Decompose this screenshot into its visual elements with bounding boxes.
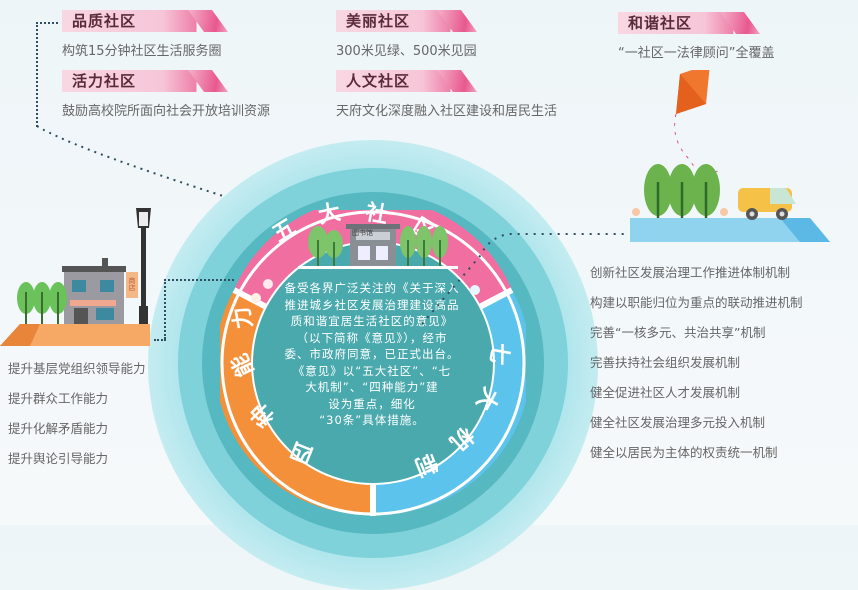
center-text-line: 设为重点，细化: [328, 396, 416, 411]
connector-line: [36, 22, 58, 24]
center-text-line: 大机制”、“四种能力”建: [305, 380, 439, 394]
center-text-line: 质和谐宜居生活社区的意见》: [290, 314, 454, 328]
center-description: 备受各界广泛关注的《关于深入 推进城乡社区发展治理建设高品 质和谐宜居生活社区的…: [262, 280, 482, 429]
park-kite-illustration: [630, 70, 830, 242]
connector-line: [36, 22, 38, 127]
tag-quality-community: 品质社区: [62, 10, 230, 32]
tag-harmony-community: 和谐社区: [618, 12, 762, 34]
list-item: 提升化解矛盾能力: [8, 421, 109, 436]
seven-mechanisms-list: 创新社区发展治理工作推进体制机制 构建以职能归位为重点的联动推进机制 完善“一核…: [590, 258, 803, 468]
list-item: 健全促进社区人才发展机制: [590, 385, 741, 400]
center-text-line: 推进城乡社区发展治理建设高品: [284, 297, 460, 312]
list-item: 完善“一核多元、共治共享”机制: [590, 325, 766, 340]
desc-quality-community: 构筑15分钟社区生活服务圈: [62, 44, 222, 59]
list-item: 提升舆论引导能力: [8, 451, 109, 466]
center-scene-illustration: [298, 224, 458, 269]
four-abilities-list: 提升基层党组织领导能力 提升群众工作能力 提升化解矛盾能力 提升舆论引导能力: [8, 354, 146, 474]
list-item: 健全以居民为主体的权责统一机制: [590, 445, 778, 460]
center-text-line: 《意见》以“五大社区”、“七: [292, 363, 452, 378]
center-text-line: 委、市政府同意，已正式出台。: [284, 347, 460, 361]
connector-line: [154, 339, 166, 341]
shop-sign: 商店: [128, 277, 136, 291]
connector-line: [164, 279, 166, 339]
list-item: 提升基层党组织领导能力: [8, 361, 146, 376]
desc-vitality-community: 鼓励高校院所面向社会开放培训资源: [62, 104, 271, 119]
desc-beautiful-community: 300米见绿、500米见园: [336, 44, 477, 59]
street-shop-illustration: [0, 208, 151, 346]
desc-culture-community: 天府文化深度融入社区建设和居民生活: [336, 104, 558, 119]
list-item: 健全社区发展治理多元投入机制: [590, 415, 766, 430]
list-item: 构建以职能归位为重点的联动推进机制: [590, 295, 803, 310]
list-item: 创新社区发展治理工作推进体制机制: [590, 265, 791, 280]
tag-beautiful-community: 美丽社区: [336, 10, 479, 32]
library-sign: 图书馆: [352, 229, 373, 237]
segment-ring: [220, 210, 526, 516]
list-item: 完善扶持社会组织发展机制: [590, 355, 741, 370]
desc-harmony-community: “一社区一法律顾问”全覆盖: [618, 46, 775, 61]
list-item: 提升群众工作能力: [8, 391, 109, 406]
center-text-line: （以下简称《意见》），经市: [296, 330, 448, 345]
connector-line: [421, 233, 625, 325]
center-text-line: “30条”具体措施。: [319, 413, 425, 427]
center-text-line: 备受各界广泛关注的《关于深入: [284, 281, 460, 295]
tag-vitality-community: 活力社区: [62, 70, 230, 92]
connector-line: [164, 279, 234, 281]
tag-culture-community: 人文社区: [336, 70, 479, 92]
